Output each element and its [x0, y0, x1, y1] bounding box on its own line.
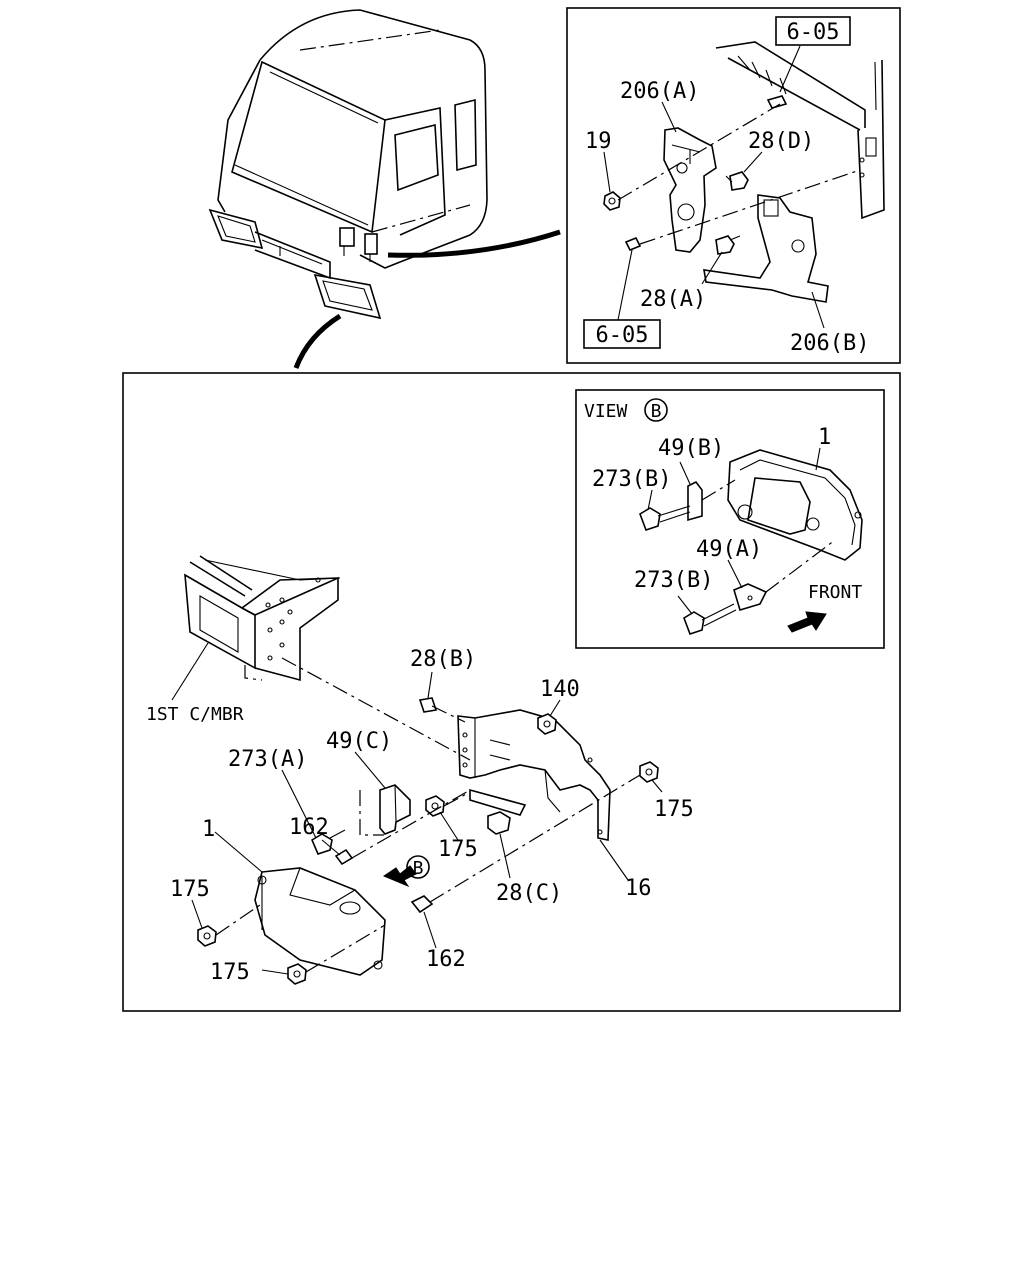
stud-28b [418, 697, 438, 713]
ref-top-label: 6-05 [787, 20, 840, 45]
label-273b-lower: 273(B) [634, 568, 713, 593]
label-162-lower: 162 [426, 947, 466, 972]
label-1st-cmbr: 1ST C/MBR [146, 704, 244, 725]
label-175-right: 175 [654, 797, 694, 822]
stud-lower [624, 236, 642, 252]
bracket-16 [457, 709, 611, 841]
label-175-mid: 175 [438, 837, 478, 862]
nut-140 [537, 713, 557, 735]
bolt-28a [715, 235, 741, 255]
label-206b: 206(B) [790, 331, 869, 356]
bolt-28d [725, 171, 749, 191]
label-1-main: 1 [202, 817, 215, 842]
label-1-view-b: 1 [818, 425, 831, 450]
fog-lamp-main [254, 867, 386, 976]
bracket-49c [379, 784, 411, 835]
cross-member-frame [171, 555, 341, 701]
label-16: 16 [625, 876, 652, 901]
label-28d: 28(D) [748, 129, 814, 154]
label-49c: 49(C) [326, 729, 392, 754]
nut-175-right [639, 761, 659, 783]
bolt-28c [487, 811, 511, 835]
label-175-bottom: 175 [210, 960, 250, 985]
label-140: 140 [540, 677, 580, 702]
fog-lamp-view-b [727, 449, 863, 561]
view-b-title: VIEW [584, 401, 628, 422]
view-b-title-marker: B [651, 401, 662, 422]
bolt-273b-upper [639, 505, 691, 532]
view-b-marker: B [413, 858, 424, 879]
label-175-left: 175 [170, 877, 210, 902]
ref-box-top [775, 16, 851, 46]
bolt-273b-lower [683, 603, 737, 636]
bracket-49b [687, 480, 703, 522]
front-arrow-icon [787, 611, 827, 633]
bracket-206b [703, 194, 829, 303]
label-19: 19 [585, 129, 612, 154]
label-273b-upper: 273(B) [592, 467, 671, 492]
ref-bottom-label: 6-05 [596, 323, 649, 348]
label-49a: 49(A) [696, 537, 762, 562]
top-inset-panel: 6-05 6-05 [566, 7, 901, 364]
nut-175-bottom [287, 963, 307, 985]
truck-cab-illustration [208, 9, 561, 369]
bracket-206a [663, 127, 717, 253]
view-b-direction-arrow: B [382, 855, 430, 888]
bracket-49a [733, 583, 768, 611]
view-b-inset: VIEW B FRONT [575, 389, 885, 649]
stud-162-upper [334, 848, 354, 866]
label-28a: 28(A) [640, 287, 706, 312]
nut-19 [603, 191, 621, 211]
bolt-273a [310, 829, 346, 855]
stud-162-lower [410, 895, 434, 914]
label-206a: 206(A) [620, 79, 699, 104]
label-162-upper: 162 [289, 815, 329, 840]
stud-upper [766, 95, 788, 109]
ref-box-bottom [583, 319, 661, 349]
nut-175-mid [425, 795, 445, 817]
label-273a: 273(A) [228, 747, 307, 772]
front-label: FRONT [808, 582, 862, 603]
nut-175-left [197, 925, 217, 947]
label-28b: 28(B) [410, 647, 476, 672]
label-28c: 28(C) [496, 881, 562, 906]
label-49b: 49(B) [658, 436, 724, 461]
main-panel: 1ST C/MBR [122, 372, 901, 1012]
